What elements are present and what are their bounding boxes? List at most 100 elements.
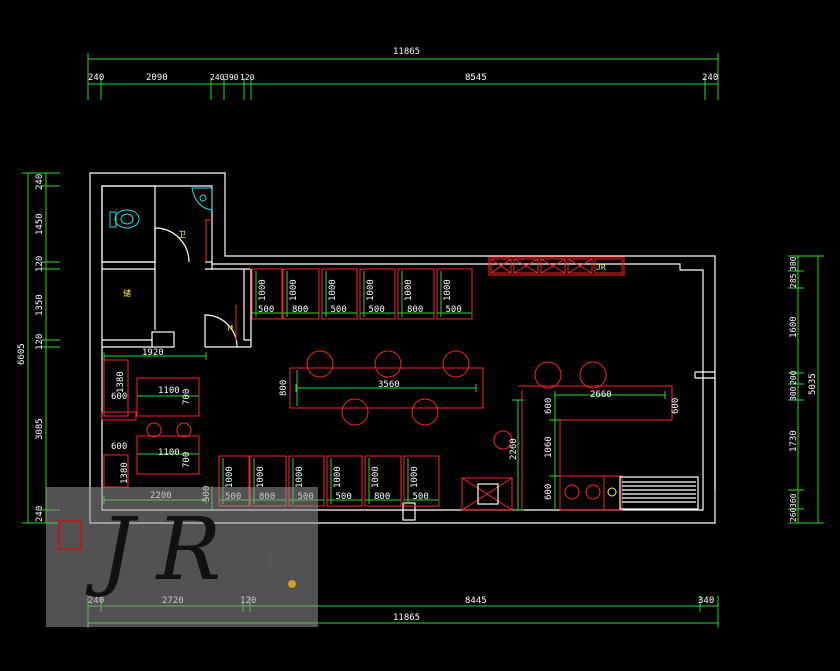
dim-left-4: 120: [35, 334, 45, 350]
booth-width-label: 500: [331, 305, 347, 315]
booth-height-label: 1000: [256, 466, 266, 488]
dim-right-5: 1730: [789, 430, 799, 452]
dim-top-3: 390: [224, 73, 239, 82]
dim-left-3: 1350: [35, 294, 45, 316]
booth-width-label: 800: [407, 305, 423, 315]
right-dimension-lines: [788, 255, 824, 524]
booth-height-label: 1000: [328, 279, 338, 301]
table-depth: 800: [279, 380, 289, 396]
booth-width-label: 500: [446, 305, 462, 315]
dim-top-6: 240: [702, 73, 718, 83]
booth-3: 1000 500: [321, 268, 358, 320]
exterior-walls: [89, 172, 716, 524]
dim-top-4: 120: [240, 73, 255, 82]
stools: [306, 350, 607, 450]
dim-top-0: 240: [88, 73, 104, 83]
booth-seat: [282, 268, 320, 320]
booth-width-label: 800: [374, 492, 390, 502]
booth-height-label: 1000: [410, 466, 420, 488]
dim-left-5: 3085: [35, 418, 45, 440]
booth-seat: [321, 268, 358, 320]
bar-600-b: 600: [671, 398, 681, 414]
dim-1920: 1920: [142, 348, 164, 358]
booth-height-label: 1000: [366, 279, 376, 301]
dim-right-4: 300: [789, 386, 798, 401]
dim-600-b: 600: [111, 442, 127, 452]
dim-700-b: 700: [182, 452, 192, 468]
booth-seat: [251, 268, 283, 320]
booth-6: 1000 500: [436, 268, 473, 320]
booth-height-label: 1000: [443, 279, 453, 301]
toilet-fixture: [109, 209, 140, 229]
dim-left-2: 120: [35, 256, 45, 272]
booth-height-label: 1000: [225, 466, 235, 488]
watermark-seal-icon: [58, 520, 82, 550]
dim-right-overall: 5035: [808, 373, 818, 395]
dim-600-a: 600: [111, 392, 127, 402]
dim-left-6: 240: [35, 506, 45, 522]
bar-600-a: 600: [544, 398, 554, 414]
door-tag: M: [228, 324, 233, 333]
bar-1060: 1060: [544, 436, 554, 458]
booth-5: 1000 800: [364, 455, 402, 507]
dim-right-6: 360: [789, 493, 798, 508]
dim-bottom-overall: 11865: [393, 613, 420, 623]
door-swings: [154, 219, 238, 348]
sink-fixture: [191, 187, 213, 211]
dim-right-0: 380: [789, 256, 798, 271]
storage-room-label: 储: [123, 288, 131, 298]
dim-bottom-4: 340: [698, 596, 714, 606]
dim-right-3: 200: [789, 370, 798, 385]
dim-2260: 2260: [509, 438, 519, 460]
booth-width-label: 500: [369, 305, 385, 315]
dim-bottom-3: 8445: [465, 596, 487, 606]
dim-top-5: 8545: [465, 73, 487, 83]
svg-text:JR: JR: [596, 263, 606, 272]
table-length: 3560: [378, 380, 400, 390]
dim-right-7: 260: [789, 507, 798, 522]
booth-4: 1000 500: [359, 268, 396, 320]
booth-seat: [436, 268, 473, 320]
top-dimension-lines: [87, 53, 719, 100]
bar-counter: [461, 385, 699, 511]
dim-left-overall: 6605: [17, 343, 27, 365]
dim-top-1: 2090: [146, 73, 168, 83]
bar-length: 2660: [590, 390, 612, 400]
top-booth-row: 1000500100080010005001000500100080010005…: [251, 268, 473, 320]
dim-top-overall: 11865: [393, 47, 420, 57]
dim-right-1: 285: [789, 273, 798, 288]
dim-1100-b: 1100: [158, 448, 180, 458]
booth-5: 1000 800: [397, 268, 435, 320]
dim-1380-b: 1380: [120, 462, 130, 484]
booth-height-label: 1000: [295, 466, 305, 488]
booth-seat: [403, 455, 440, 507]
left-dimension-lines: [22, 172, 60, 524]
bar-600-c: 600: [544, 484, 554, 500]
booth-seat: [397, 268, 435, 320]
watermark-panel: [46, 487, 318, 627]
dim-1380-a: 1380: [116, 371, 126, 393]
booth-1: 1000 500: [251, 268, 283, 320]
booth-height-label: 1000: [333, 466, 343, 488]
booth-4: 1000 500: [326, 455, 363, 507]
booth-height-label: 1000: [404, 279, 414, 301]
toilet-label: 卫: [178, 230, 186, 239]
dim-top-2: 240: [210, 73, 225, 82]
booth-height-label: 1000: [371, 466, 381, 488]
dim-left-0: 240: [35, 174, 45, 190]
booth-width-label: 500: [258, 305, 274, 315]
watermark-dot-icon: [288, 580, 296, 588]
interior-walls: [101, 185, 716, 521]
booth-height-label: 1000: [289, 279, 299, 301]
watermark-mark: [268, 552, 272, 568]
booth-seat: [326, 455, 363, 507]
booth-height-label: 1000: [258, 279, 268, 301]
booth-seat: [359, 268, 396, 320]
booth-seat: [364, 455, 402, 507]
dim-right-2: 1600: [789, 316, 799, 338]
central-long-table: [289, 367, 484, 409]
dim-1100-a: 1100: [158, 386, 180, 396]
booth-width-label: 500: [336, 492, 352, 502]
